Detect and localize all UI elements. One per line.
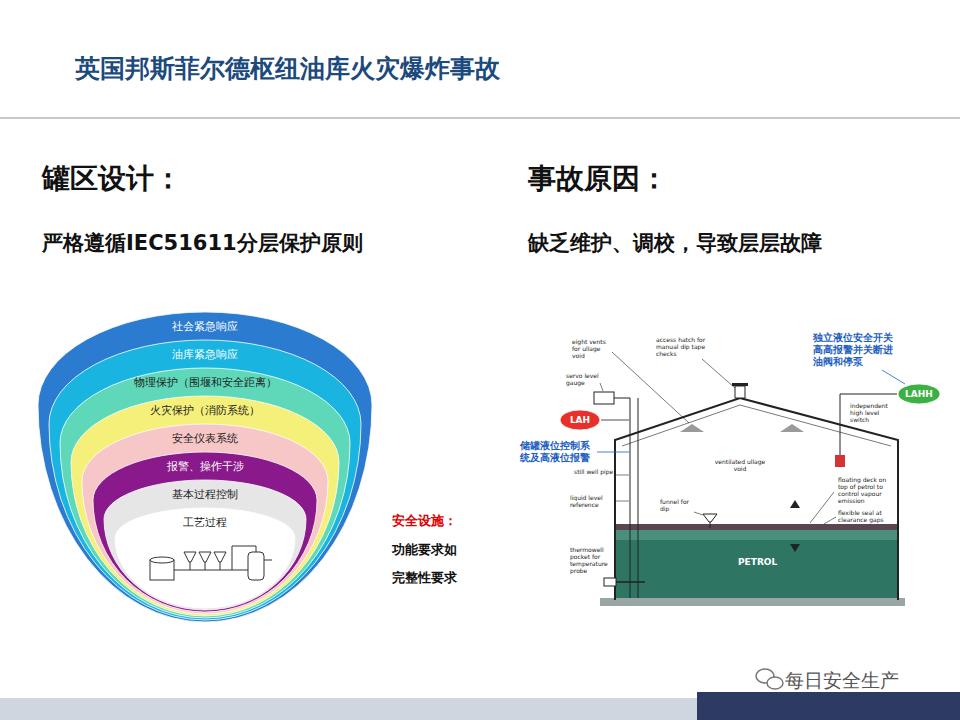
layer-outline	[898, 384, 940, 404]
part-label-holder: ventilated ullage void	[712, 458, 768, 472]
process-sketch	[150, 546, 272, 580]
layer-outline	[71, 396, 339, 616]
watermark-holder: 每日安全生产	[785, 668, 899, 694]
section-statement: 缺乏维护、调校，导致层层故障	[528, 230, 822, 256]
part-label: funnel for dip	[660, 498, 694, 512]
layer-label: 社会紧急响应	[38, 312, 372, 334]
part-label: eight vents for ullage void	[572, 338, 612, 359]
part-label: floating deck on top of petrol to contro…	[838, 476, 894, 504]
part-label: flexible seal at clearance gaps	[838, 509, 894, 523]
alarm-tag: LAH	[560, 410, 600, 430]
part-label-holder: funnel for dip	[660, 498, 694, 512]
part-label: servo level gauge	[566, 372, 602, 386]
protection-layer: 物理保护（围堰和安全距离）火灾保护（消防系统）安全仪表系统报警、操作干涉基本过程…	[60, 368, 350, 618]
note-text-holder: 完整性要求	[392, 569, 457, 587]
protection-layer: 基本过程控制工艺过程	[104, 480, 306, 610]
part-label-holder: access hatch for manual dip tape checks	[656, 336, 706, 357]
note-text: 完整性要求	[392, 569, 457, 587]
note-heading: 安全设施：	[392, 512, 457, 530]
alarm-label: LAHH	[898, 384, 940, 404]
layer-outline	[93, 452, 317, 612]
layer-outline	[38, 312, 372, 622]
part-label-holder: floating deck on top of petrol to contro…	[838, 476, 894, 504]
part-label-holder: flexible seal at clearance gaps	[838, 509, 894, 523]
protection-layer: 社会紧急响应油库紧急响应物理保护（围堰和安全距离） 火灾保护（消防系统） 安全仪表系…	[38, 312, 372, 622]
part-label: still well pipe	[574, 468, 614, 475]
part-label-holder: liquid level reference	[570, 494, 612, 508]
section-heading-holder: 事故原因：	[528, 162, 668, 196]
annotation-holder: 独立液位安全开关高高报警并关断进油阀和停泵	[813, 332, 897, 368]
annotation: 独立液位安全开关高高报警并关断进油阀和停泵	[813, 332, 897, 368]
header-rule	[0, 117, 960, 119]
note-text-holder: 功能要求如	[392, 541, 457, 559]
note-text: 功能要求如	[392, 541, 457, 559]
section-heading-holder: 罐区设计：	[42, 162, 182, 196]
layer-label: 安全仪表系统	[82, 424, 328, 446]
layer-label: 火灾保护（消防系统）	[71, 396, 339, 418]
layer-label: 报警、操作干涉	[93, 452, 317, 474]
footer-block	[697, 692, 960, 720]
layer-label: 物理保护（围堰和安全距离）	[60, 368, 350, 390]
layer-label: 油库紧急响应	[49, 340, 361, 362]
layer-label: 工艺过程	[115, 508, 295, 530]
layer-outline	[115, 508, 295, 608]
section-heading: 罐区设计：	[42, 162, 182, 196]
section-statement-holder: 缺乏维护、调校，导致层层故障	[528, 230, 822, 256]
wechat-icon	[756, 669, 783, 689]
layer-outline	[60, 368, 350, 618]
protection-layer: 火灾保护（消防系统）安全仪表系统报警、操作干涉基本过程控制工艺过程	[71, 396, 339, 616]
section-statement-holder: 严格遵循IEC51611分层保护原则	[42, 230, 363, 256]
part-label-holder: servo level gauge	[566, 372, 602, 386]
section-statement: 严格遵循IEC51611分层保护原则	[42, 230, 363, 256]
protection-layer: 报警、操作干涉基本过程控制工艺过程	[93, 452, 317, 612]
part-label: liquid level reference	[570, 494, 612, 508]
layer-outline	[49, 340, 361, 620]
slide-title: 英国邦斯菲尔德枢纽油库火灾爆炸事故	[75, 52, 500, 85]
layer-outline	[560, 410, 600, 430]
slide-title-holder: 英国邦斯菲尔德枢纽油库火灾爆炸事故	[75, 52, 500, 85]
annotation: 储罐液位控制系统及高液位报警	[520, 440, 594, 464]
liquid-label-holder: PETROL	[738, 557, 777, 567]
alarm-tag: LAHH	[898, 384, 940, 404]
storage-tank	[594, 352, 905, 606]
footer-bar	[0, 698, 700, 720]
liquid-label: PETROL	[738, 557, 777, 567]
part-label-holder: independent high level switch	[850, 402, 896, 423]
layer-outline	[82, 424, 328, 614]
section-heading: 事故原因：	[528, 162, 668, 196]
part-label: thermowell pocket for temperature probe	[570, 546, 614, 574]
watermark: 每日安全生产	[785, 668, 899, 694]
note-heading-holder: 安全设施：	[392, 512, 457, 530]
annotation-holder: 储罐液位控制系统及高液位报警	[520, 440, 594, 464]
part-label: ventilated ullage void	[712, 458, 768, 472]
part-label-holder: thermowell pocket for temperature probe	[570, 546, 614, 574]
part-label: independent high level switch	[850, 402, 896, 423]
protection-layer: 安全仪表系统报警、操作干涉基本过程控制工艺过程	[82, 424, 328, 614]
protection-layer: 油库紧急响应物理保护（围堰和安全距离） 火灾保护（消防系统） 安全仪表系统报警、操作…	[49, 340, 361, 620]
alarm-label: LAH	[560, 410, 600, 430]
layer-label: 基本过程控制	[104, 480, 306, 502]
part-label-holder: eight vents for ullage void	[572, 338, 612, 359]
part-label: access hatch for manual dip tape checks	[656, 336, 706, 357]
part-label-holder: still well pipe	[574, 468, 614, 475]
layer-outline	[104, 480, 306, 610]
